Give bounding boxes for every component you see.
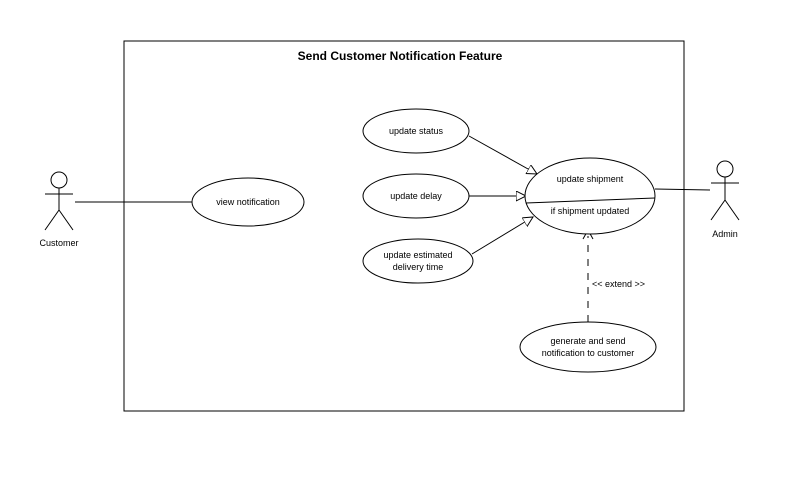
extend-label: << extend >> bbox=[592, 279, 645, 289]
usecase-update-delay: update delay bbox=[362, 173, 470, 219]
usecase-generate-and-send-notification: generate and send notification to custom… bbox=[519, 321, 657, 373]
usecase-update-shipment-ellipse bbox=[524, 157, 656, 235]
usecase-update-estimated-delivery-time-ellipse bbox=[362, 238, 474, 284]
usecase-update-delay-label: update delay bbox=[390, 191, 442, 201]
customer-actor-left-leg bbox=[44, 209, 60, 231]
usecase-update-status: update status bbox=[362, 108, 470, 154]
usecase-update-shipment-compartment-divider bbox=[525, 197, 656, 204]
usecase-update-estimated-label-line1: update estimated bbox=[383, 250, 452, 260]
generalization-update-status bbox=[468, 135, 537, 174]
association-admin-update-shipment bbox=[654, 188, 711, 191]
usecase-update-shipment-label: update shipment bbox=[557, 174, 624, 184]
customer-actor-head bbox=[50, 171, 68, 189]
customer-actor-label: Customer bbox=[39, 238, 78, 248]
customer-actor: Customer bbox=[39, 171, 79, 248]
usecase-generate-label-line2: notification to customer bbox=[542, 348, 635, 358]
usecase-update-shipment-extension-point: if shipment updated bbox=[551, 206, 630, 216]
admin-actor-right-leg bbox=[724, 199, 740, 221]
usecase-update-estimated-delivery-time: update estimated delivery time bbox=[362, 238, 474, 284]
customer-actor-right-leg bbox=[58, 209, 74, 231]
usecase-view-notification: view notification bbox=[191, 177, 305, 227]
admin-actor: Admin bbox=[710, 160, 740, 239]
usecase-view-notification-ellipse bbox=[191, 177, 305, 227]
usecase-update-status-label: update status bbox=[389, 126, 444, 136]
system-title: Send Customer Notification Feature bbox=[298, 49, 503, 63]
usecase-generate-label-line1: generate and send bbox=[550, 336, 625, 346]
usecase-update-delay-ellipse bbox=[362, 173, 470, 219]
usecase-update-status-ellipse bbox=[362, 108, 470, 154]
admin-actor-left-leg bbox=[710, 199, 726, 221]
admin-actor-head bbox=[716, 160, 734, 178]
generalization-update-estimated-delivery-time bbox=[471, 217, 533, 255]
usecase-generate-and-send-notification-ellipse bbox=[519, 321, 657, 373]
admin-actor-label: Admin bbox=[712, 229, 738, 239]
usecase-update-estimated-label-line2: delivery time bbox=[393, 262, 444, 272]
usecase-view-notification-label: view notification bbox=[216, 197, 280, 207]
system-boundary bbox=[123, 40, 685, 412]
usecase-update-shipment: update shipment if shipment updated bbox=[524, 157, 656, 235]
